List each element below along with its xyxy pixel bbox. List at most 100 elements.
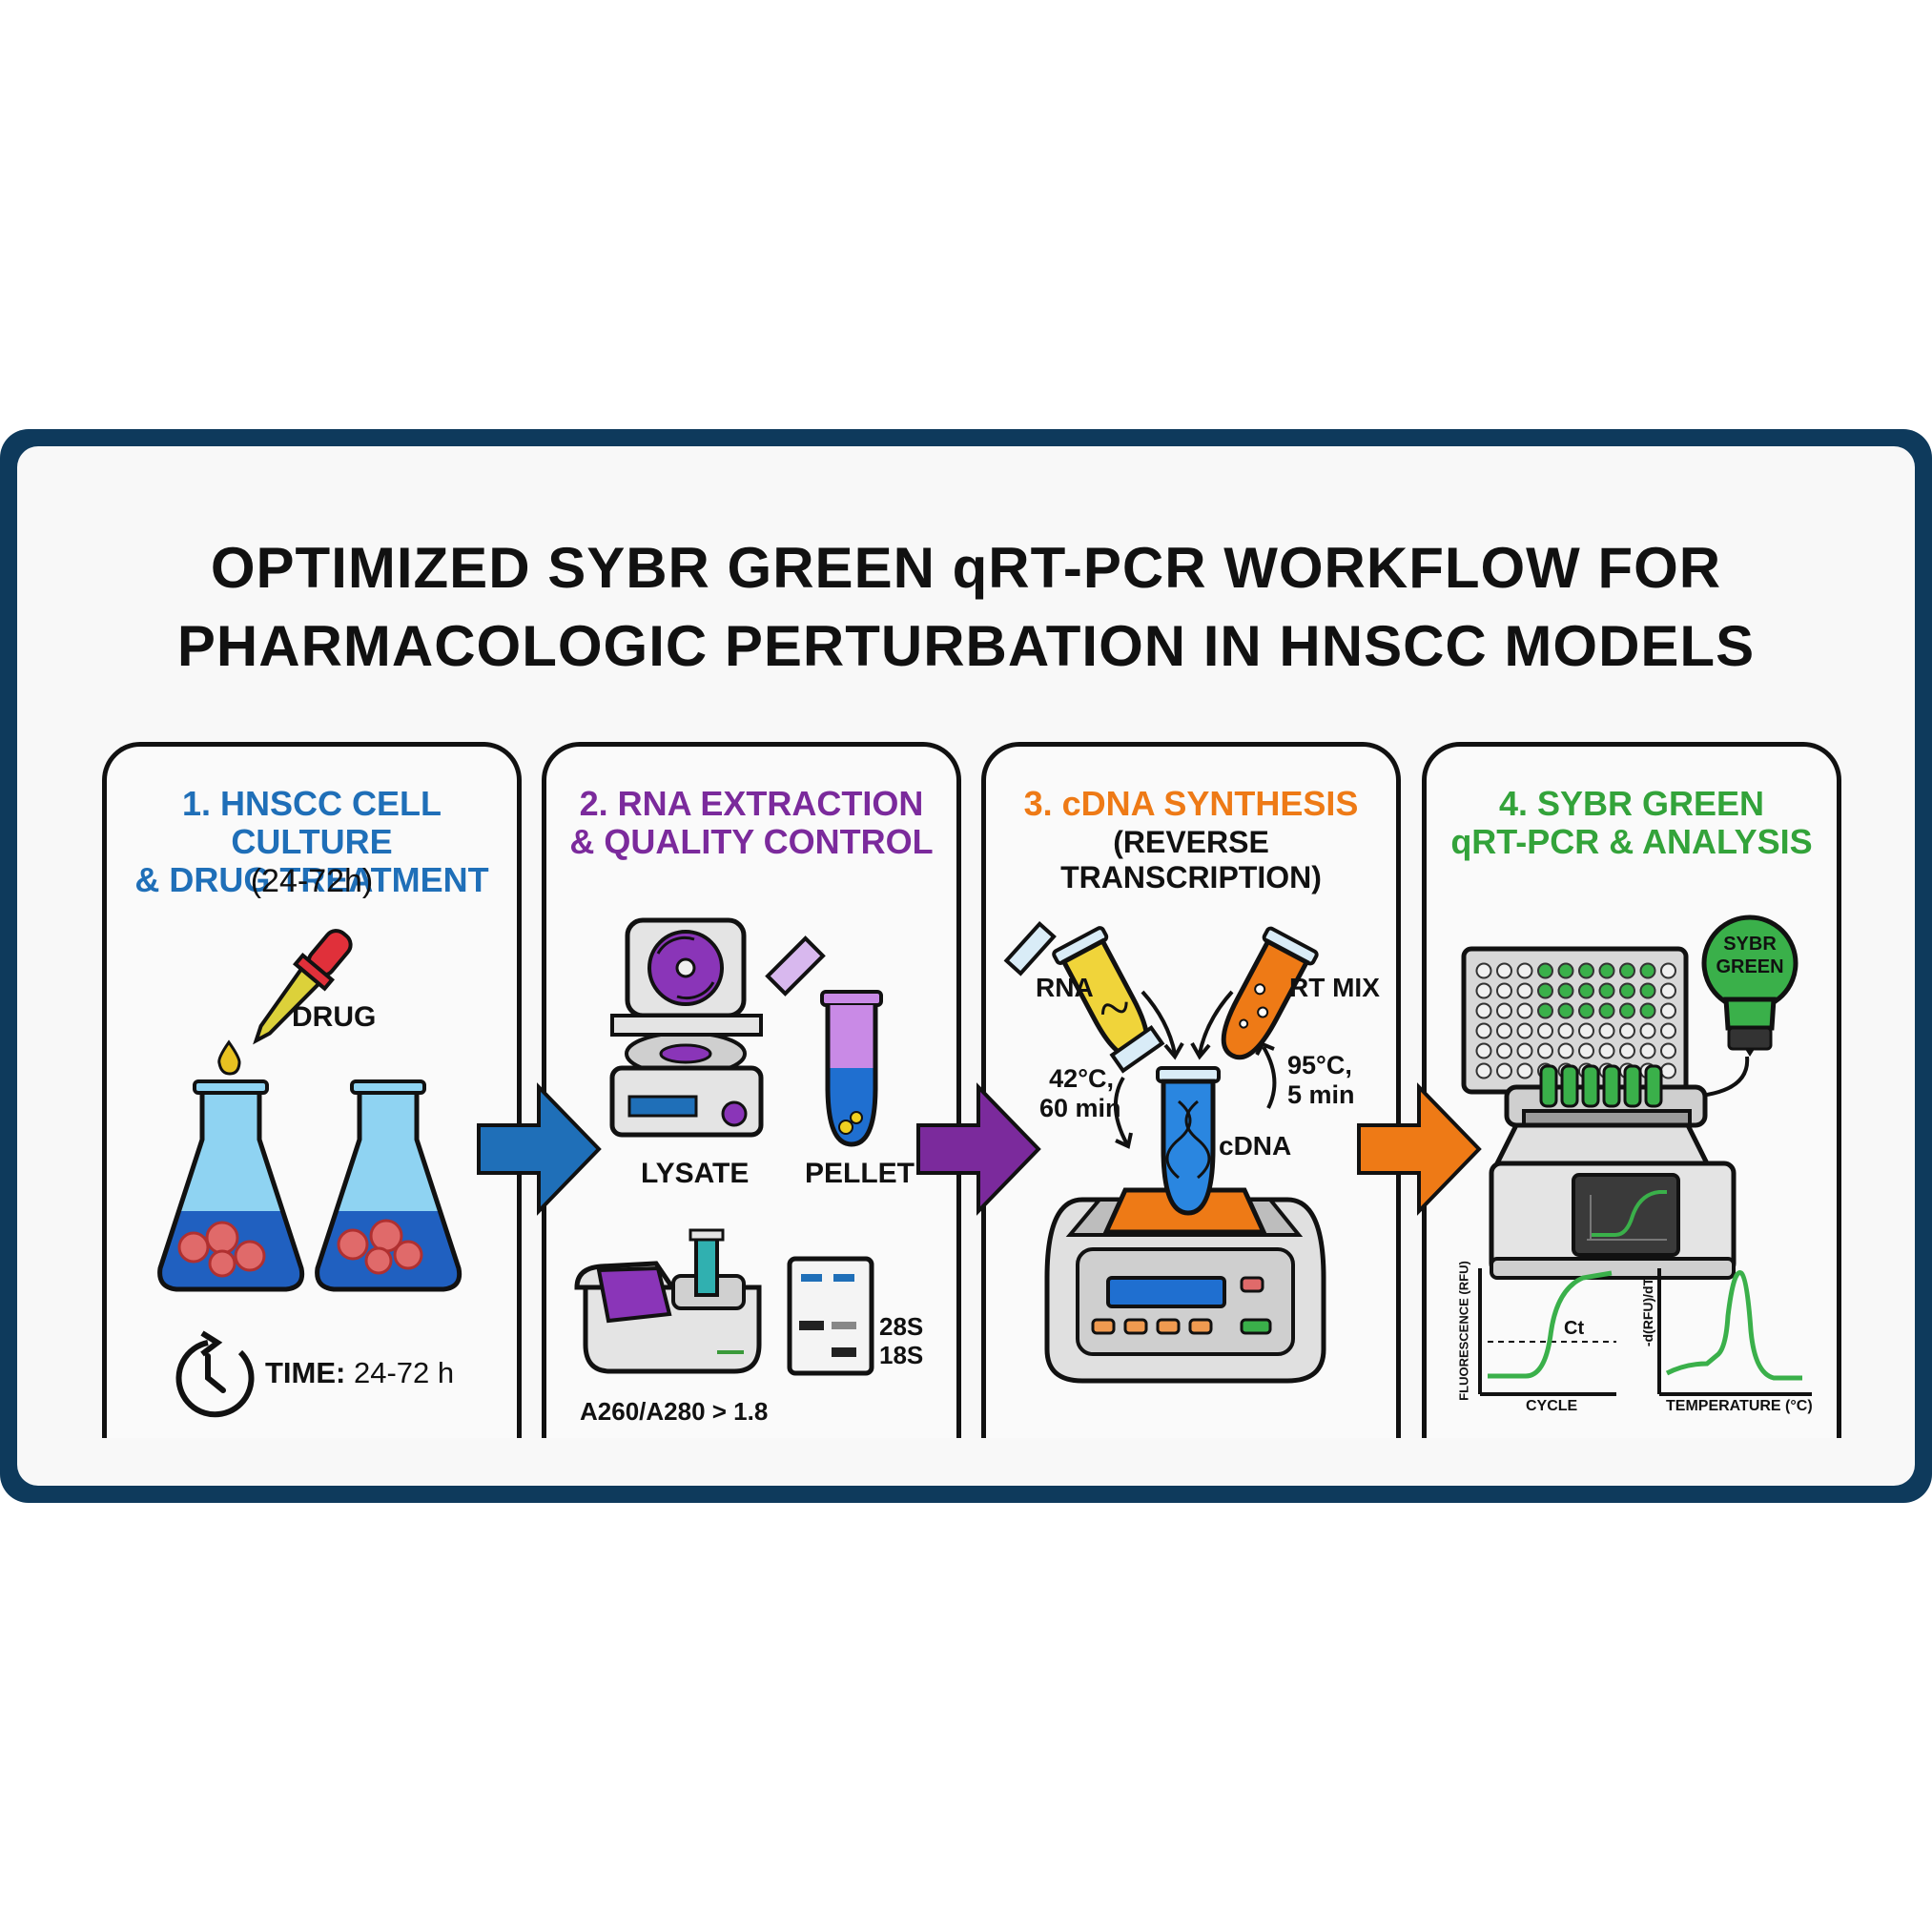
- ct-label: Ct: [1564, 1318, 1585, 1339]
- plate-well: [1598, 1002, 1615, 1019]
- inactivation-label: 95°C, 5 min: [1287, 1051, 1355, 1110]
- title-line-1: OPTIMIZED SYBR GREEN qRT-PCR WORKFLOW FO…: [210, 536, 1722, 600]
- flask-icon: [315, 1079, 462, 1292]
- plate-well: [1557, 1022, 1574, 1039]
- qpcr-machine-icon: [1489, 1064, 1737, 1280]
- rna-tube-icon: [1003, 920, 1150, 1059]
- plate-well: [1496, 1022, 1512, 1039]
- pcr-tube: [1644, 1064, 1663, 1108]
- plate-well: [1578, 982, 1594, 999]
- band-18s-label: 18S: [879, 1341, 924, 1369]
- step-4-title: 4. SYBR GREEN qRT-PCR & ANALYSIS: [1427, 785, 1837, 861]
- arrow-step-1-to-2: [477, 1082, 602, 1216]
- band-28s-label: 28S: [879, 1312, 924, 1341]
- merge-arrows: [1141, 990, 1234, 1060]
- plate-well: [1619, 1002, 1635, 1019]
- plate-well: [1619, 982, 1635, 999]
- plate-icon: [1461, 946, 1689, 1095]
- time-key: TIME:: [265, 1356, 346, 1389]
- plate-well: [1475, 1022, 1492, 1039]
- plate-well: [1639, 1002, 1656, 1019]
- diagram-title: OPTIMIZED SYBR GREEN qRT-PCR WORKFLOW FO…: [0, 529, 1932, 686]
- plate-well: [1578, 1042, 1594, 1059]
- pcr-tube: [1623, 1064, 1642, 1108]
- absorbance-ratio-label: A260/A280 > 1.8: [580, 1397, 769, 1426]
- rt-time-value: 60 min: [1039, 1094, 1121, 1122]
- plate-well: [1578, 962, 1594, 979]
- plate-well: [1598, 962, 1615, 979]
- rt-temp-label: 42°C, 60 min: [1039, 1064, 1121, 1123]
- plate-well: [1475, 962, 1492, 979]
- lysate-label: LYSATE: [641, 1158, 750, 1189]
- plate-well: [1557, 982, 1574, 999]
- step-1-panel: 1. HNSCC CELL CULTURE & DRUG TREATMENT (…: [102, 742, 522, 1438]
- plate-well: [1557, 962, 1574, 979]
- cdna-label: cDNA: [1219, 1131, 1292, 1161]
- plate-well: [1598, 1022, 1615, 1039]
- cdna-tube-icon: [1109, 1024, 1221, 1216]
- drug-label: DRUG: [292, 1001, 377, 1033]
- time-label: TIME: 24-72 h: [265, 1356, 454, 1390]
- amplification-curve-chart: [1478, 1268, 1616, 1396]
- plate-well: [1660, 1002, 1676, 1019]
- plate-well: [1660, 982, 1676, 999]
- plate-well: [1639, 962, 1656, 979]
- plate-well: [1475, 982, 1492, 999]
- plate-well: [1660, 1042, 1676, 1059]
- flask-icon: [157, 1079, 305, 1292]
- plate-well: [1660, 1062, 1676, 1079]
- plate-well: [1516, 1042, 1533, 1059]
- time-value: 24-72 h: [354, 1356, 455, 1389]
- cycle-arrows: [1113, 1041, 1277, 1149]
- bulb-text-line-1: SYBR: [1723, 934, 1777, 955]
- plate-well: [1578, 1022, 1594, 1039]
- arrow-step-2-to-3: [916, 1082, 1041, 1216]
- gel-icon: [787, 1256, 874, 1376]
- plate-well: [1537, 1002, 1553, 1019]
- pcr-tube: [1581, 1064, 1600, 1108]
- melt-curve-chart: [1657, 1268, 1812, 1396]
- step-2-title-line-2: & QUALITY CONTROL: [569, 822, 934, 861]
- plate-well: [1496, 1042, 1512, 1059]
- step-3-title-line-1: 3. cDNA SYNTHESIS: [1023, 784, 1359, 823]
- inactivation-temp-value: 95°C,: [1287, 1051, 1352, 1079]
- plate-well: [1516, 1002, 1533, 1019]
- melt-y-axis-label: -d(RFU)/dT: [1640, 1277, 1655, 1347]
- plate-well: [1660, 1022, 1676, 1039]
- bulb-text: SYBR GREEN: [1712, 933, 1788, 978]
- step-1-title-line-1: 1. HNSCC CELL CULTURE: [181, 784, 442, 861]
- plate-well: [1537, 982, 1553, 999]
- step-3-subtitle: (REVERSE TRANSCRIPTION): [1060, 825, 1322, 894]
- plate-well: [1598, 1042, 1615, 1059]
- thermocycler-icon: [1044, 1187, 1326, 1384]
- step-2-title: 2. RNA EXTRACTION & QUALITY CONTROL: [546, 785, 956, 861]
- step-2-title-line-1: 2. RNA EXTRACTION: [579, 784, 924, 823]
- tube-icon: [765, 935, 883, 1147]
- plate-well: [1619, 1022, 1635, 1039]
- amplification-x-axis-label: CYCLE: [1526, 1398, 1578, 1414]
- plate-well: [1496, 962, 1512, 979]
- pcr-tube: [1602, 1064, 1621, 1108]
- plate-well: [1557, 1002, 1574, 1019]
- plate-well: [1516, 1062, 1533, 1079]
- plate-well: [1619, 1042, 1635, 1059]
- plate-well: [1557, 1042, 1574, 1059]
- centrifuge-icon: [609, 917, 764, 1138]
- rt-mix-label: RT MIX: [1289, 973, 1380, 1002]
- plate-well: [1496, 1062, 1512, 1079]
- inactivation-time-value: 5 min: [1287, 1080, 1355, 1109]
- rt-mix-tube-icon: [1221, 926, 1319, 1060]
- plate-well: [1537, 962, 1553, 979]
- rt-temp-value: 42°C,: [1049, 1064, 1114, 1093]
- plate-well: [1639, 1042, 1656, 1059]
- title-line-2: PHARMACOLOGIC PERTURBATION IN HNSCC MODE…: [176, 614, 1756, 678]
- plate-well: [1639, 982, 1656, 999]
- pcr-tube: [1560, 1064, 1579, 1108]
- spectrophotometer-icon: [574, 1228, 762, 1374]
- pcr-tube: [1539, 1064, 1558, 1108]
- step-4-title-line-2: qRT-PCR & ANALYSIS: [1450, 822, 1813, 861]
- plate-well: [1619, 962, 1635, 979]
- step-4-title-line-1: 4. SYBR GREEN: [1498, 784, 1765, 823]
- plate-well: [1516, 1022, 1533, 1039]
